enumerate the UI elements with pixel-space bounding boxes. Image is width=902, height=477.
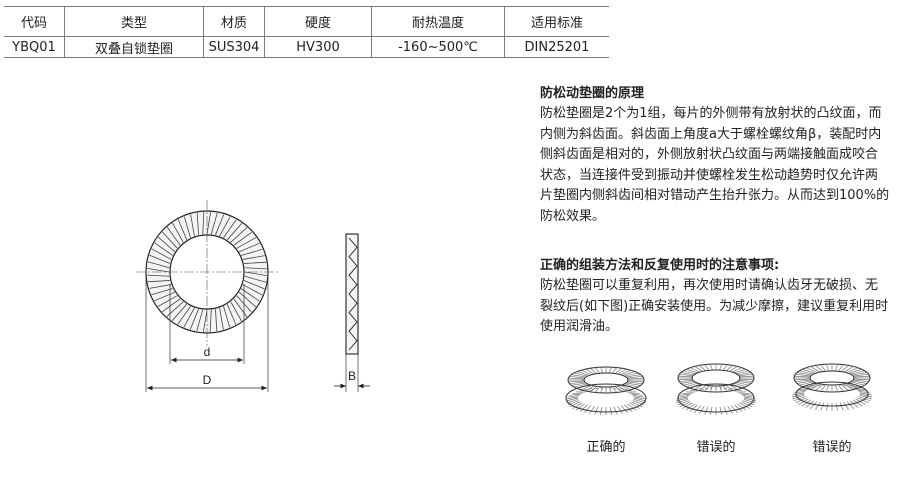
cell-hardness: HV300 [264,36,372,58]
figure-wrong-2: 错误的 [782,352,882,455]
figure-caption: 错误的 [696,440,736,455]
washer-wrong-image [675,363,757,415]
side-view-teeth [348,237,358,351]
cell-material: SUS304 [203,36,265,58]
figure-correct: 正确的 [556,352,656,455]
table-header-row: 代码 类型 材质 硬度 耐热温度 适用标准 [4,6,609,37]
washer-side-view: B [334,233,370,392]
spec-table: 代码 类型 材质 硬度 耐热温度 适用标准 YBQ01 双叠自锁垫圈 SUS30… [4,6,609,58]
cell-type: 双叠自锁垫圈 [64,36,204,58]
header-heat-resistance: 耐热温度 [371,6,505,37]
dimension-D-label: D [203,373,212,387]
header-code: 代码 [20,16,47,31]
washer-front-view [136,200,278,346]
cell-heat-resistance: -160~500℃ [371,36,505,58]
figure-wrong-1: 错误的 [666,352,766,455]
figure-caption: 正确的 [586,440,626,455]
figure-caption: 错误的 [812,440,852,455]
washer-wrong-image [791,363,873,411]
dimension-d: d [169,284,245,364]
dimension-B-label: B [348,369,356,383]
header-standard: 适用标准 [504,6,609,37]
dimension-d-label: d [204,345,211,359]
notes-body: 防松垫圈可以重复利用，再次使用时请确认齿牙无破损、无裂纹后(如下图)正确安装使用… [540,278,889,334]
header-type: 类型 [64,6,204,37]
washer-technical-drawing: d D B [136,200,370,392]
header-material: 材质 [203,6,265,37]
dimension-D: D [145,276,269,392]
radial-serrations [147,212,267,332]
table-row: YBQ01 双叠自锁垫圈 SUS304 HV300 -160~500℃ DIN2… [4,36,609,58]
cell-standard: DIN25201 [504,36,609,58]
principle-title: 防松动垫圈的原理 [540,86,645,101]
notes-title: 正确的组装方法和反复使用时的注意事项: [540,258,780,273]
principle-body: 防松垫圈是2个为1组，每片的外侧带有放射状的凸纹面，而内侧为斜齿面。斜齿面上角度… [540,106,890,224]
notes-section: 正确的组装方法和反复使用时的注意事项: 防松垫圈可以重复利用，再次使用时请确认齿… [540,256,890,338]
cell-code: YBQ01 [12,39,56,55]
principle-section: 防松动垫圈的原理 防松垫圈是2个为1组，每片的外侧带有放射状的凸纹面，而内侧为斜… [540,84,890,227]
washer-correct-image [565,366,647,415]
header-hardness: 硬度 [264,6,372,37]
